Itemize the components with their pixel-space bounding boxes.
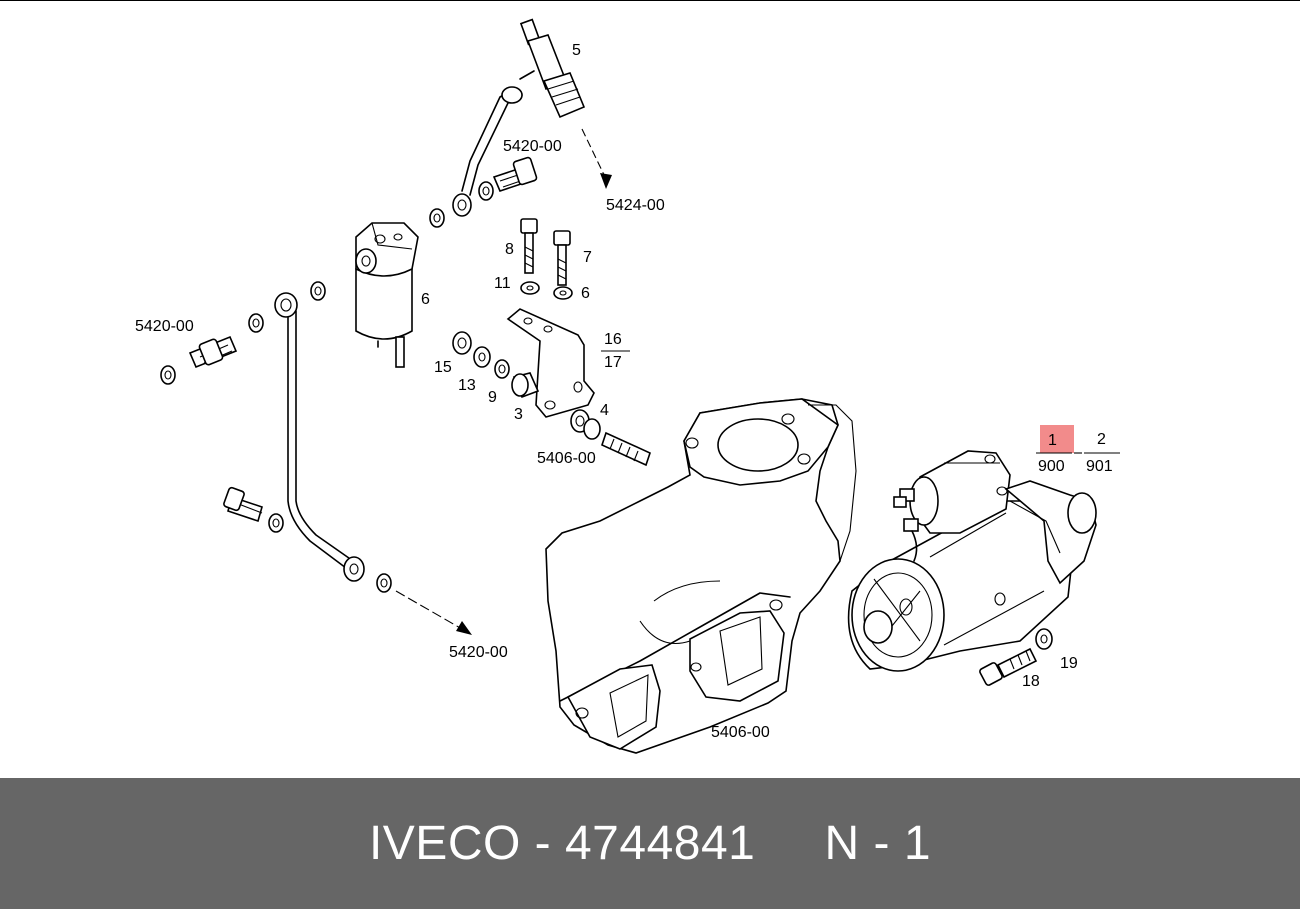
parts-diagram: 5 5420-00 5424-00 8 7 11 6 6 5420-00 16 … bbox=[0, 0, 1300, 754]
callout-5420-top: 5420-00 bbox=[503, 138, 562, 155]
banjo-bolt-left bbox=[160, 335, 238, 385]
callout-18: 18 bbox=[1022, 673, 1040, 690]
callout-17: 17 bbox=[604, 354, 622, 371]
callout-2: 2 bbox=[1097, 431, 1106, 448]
callout-8: 8 bbox=[505, 241, 514, 258]
callout-15: 15 bbox=[434, 359, 452, 376]
callout-11: 11 bbox=[494, 275, 511, 292]
banjo-bolt-top bbox=[429, 156, 538, 228]
ref-arrow-head-lower bbox=[456, 621, 472, 635]
callout-3: 3 bbox=[514, 406, 523, 423]
part-number-text: IVECO - 4744841 N - 1 bbox=[368, 817, 932, 870]
callout-5424: 5424-00 bbox=[606, 197, 665, 214]
callout-5420-bottom: 5420-00 bbox=[449, 644, 508, 661]
banjo-bolt-lower bbox=[223, 486, 392, 593]
callout-16: 16 bbox=[604, 331, 622, 348]
exploded-view-drawing: 5 5420-00 5424-00 8 7 11 6 6 5420-00 16 … bbox=[135, 18, 1120, 754]
filter-canister-part bbox=[355, 222, 419, 368]
highlight-item-1 bbox=[1040, 425, 1074, 453]
starter-bolt-18 bbox=[979, 628, 1053, 686]
ref-arrow-line-lower bbox=[395, 590, 463, 630]
glow-plug-part bbox=[519, 18, 586, 119]
washer-19 bbox=[1035, 628, 1053, 650]
bracket-assembly bbox=[452, 218, 651, 467]
callout-13: 13 bbox=[458, 377, 476, 394]
callout-5406-mid: 5406-00 bbox=[537, 450, 596, 467]
callout-5420-left: 5420-00 bbox=[135, 318, 194, 335]
callout-5: 5 bbox=[572, 42, 581, 59]
pipe-fitting bbox=[501, 86, 523, 104]
fuel-pipe-lower-edge bbox=[295, 310, 357, 564]
exhaust-manifold-part bbox=[545, 398, 857, 754]
callout-4: 4 bbox=[600, 402, 609, 419]
callout-6-bracket: 6 bbox=[581, 285, 590, 302]
starter-motor-part bbox=[847, 450, 1097, 672]
callout-901: 901 bbox=[1086, 458, 1113, 475]
fuel-pipe-lower bbox=[287, 310, 351, 572]
callout-5406-bottom: 5406-00 bbox=[711, 724, 770, 741]
callout-7: 7 bbox=[583, 249, 592, 266]
callout-9: 9 bbox=[488, 389, 497, 406]
pipe-banjo-left bbox=[274, 292, 298, 318]
ref-arrow-head bbox=[600, 173, 612, 189]
ref-arrow-line bbox=[581, 128, 607, 180]
part-number-banner: IVECO - 4744841 N - 1 bbox=[0, 778, 1300, 909]
callout-900: 900 bbox=[1038, 458, 1065, 475]
callout-6-filter: 6 bbox=[421, 291, 430, 308]
callout-1: 1 bbox=[1048, 432, 1057, 449]
callout-19: 19 bbox=[1060, 655, 1078, 672]
